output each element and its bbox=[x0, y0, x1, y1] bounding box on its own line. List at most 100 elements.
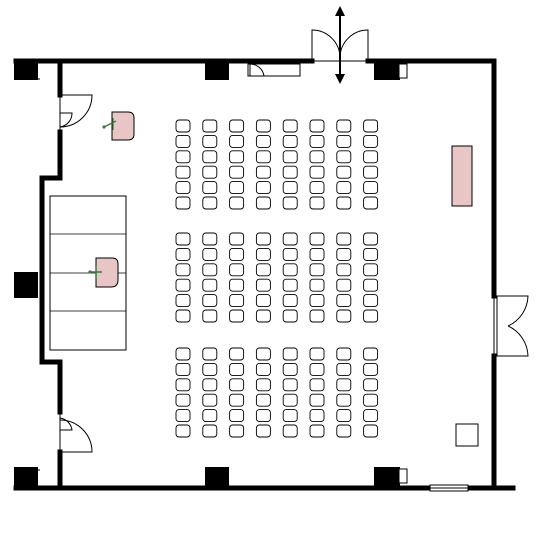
chair bbox=[336, 263, 352, 277]
chair bbox=[309, 409, 325, 423]
chair bbox=[309, 393, 325, 407]
chair bbox=[229, 378, 245, 392]
chair bbox=[202, 424, 218, 438]
chair bbox=[229, 309, 245, 323]
pillar bbox=[14, 467, 38, 487]
chair bbox=[202, 232, 218, 246]
chair bbox=[255, 378, 271, 392]
chair bbox=[309, 309, 325, 323]
side-table bbox=[451, 145, 473, 207]
chair bbox=[282, 378, 298, 392]
chair bbox=[336, 309, 352, 323]
chair bbox=[282, 278, 298, 292]
chair bbox=[175, 150, 191, 164]
chair bbox=[282, 165, 298, 179]
chair bbox=[175, 134, 191, 148]
chair bbox=[202, 165, 218, 179]
chair bbox=[255, 119, 271, 133]
chair bbox=[202, 294, 218, 308]
chair bbox=[309, 378, 325, 392]
chair bbox=[255, 409, 271, 423]
chair bbox=[175, 181, 191, 195]
chair bbox=[282, 393, 298, 407]
chair bbox=[309, 181, 325, 195]
chair bbox=[309, 347, 325, 361]
chair bbox=[175, 165, 191, 179]
chair bbox=[363, 424, 379, 438]
chair bbox=[282, 294, 298, 308]
chair bbox=[363, 165, 379, 179]
chair bbox=[282, 134, 298, 148]
chair bbox=[363, 347, 379, 361]
chair bbox=[309, 424, 325, 438]
chair bbox=[282, 232, 298, 246]
audience-seating bbox=[175, 119, 379, 438]
chair bbox=[255, 181, 271, 195]
chair bbox=[309, 247, 325, 261]
chair bbox=[282, 150, 298, 164]
pillar bbox=[374, 467, 400, 487]
chair bbox=[336, 196, 352, 210]
chair bbox=[202, 181, 218, 195]
chair bbox=[336, 119, 352, 133]
chair bbox=[282, 119, 298, 133]
chair bbox=[229, 393, 245, 407]
chair bbox=[229, 196, 245, 210]
chair bbox=[255, 294, 271, 308]
chair bbox=[202, 119, 218, 133]
chair bbox=[229, 294, 245, 308]
chair bbox=[229, 232, 245, 246]
bottom-window bbox=[429, 484, 469, 492]
microphone-icon bbox=[103, 120, 117, 128]
chair bbox=[175, 362, 191, 376]
top-small-door bbox=[247, 63, 301, 77]
chair bbox=[175, 294, 191, 308]
chair bbox=[175, 378, 191, 392]
chair bbox=[175, 424, 191, 438]
chair bbox=[202, 347, 218, 361]
chair bbox=[175, 119, 191, 133]
chair bbox=[255, 278, 271, 292]
chair bbox=[229, 247, 245, 261]
chair bbox=[363, 150, 379, 164]
chair bbox=[202, 409, 218, 423]
left-door-upper bbox=[59, 94, 93, 132]
chair bbox=[363, 181, 379, 195]
right-double-door bbox=[493, 295, 529, 357]
chair bbox=[202, 378, 218, 392]
chair bbox=[202, 247, 218, 261]
pillar-small bbox=[398, 468, 408, 484]
pillar bbox=[374, 60, 400, 80]
chair bbox=[255, 393, 271, 407]
chair bbox=[202, 362, 218, 376]
chair bbox=[229, 150, 245, 164]
chair bbox=[229, 347, 245, 361]
chair bbox=[363, 378, 379, 392]
chair bbox=[229, 409, 245, 423]
chair bbox=[363, 232, 379, 246]
chair bbox=[363, 196, 379, 210]
chair bbox=[255, 309, 271, 323]
chair bbox=[336, 150, 352, 164]
chair bbox=[282, 309, 298, 323]
walls bbox=[13, 58, 516, 491]
chair bbox=[363, 409, 379, 423]
chair bbox=[202, 309, 218, 323]
chair bbox=[202, 393, 218, 407]
chair bbox=[255, 150, 271, 164]
chair bbox=[282, 424, 298, 438]
chair bbox=[336, 409, 352, 423]
chair bbox=[175, 347, 191, 361]
chair bbox=[175, 247, 191, 261]
chair bbox=[309, 232, 325, 246]
chair bbox=[175, 232, 191, 246]
chair bbox=[229, 362, 245, 376]
chair bbox=[229, 134, 245, 148]
chair bbox=[282, 362, 298, 376]
chair bbox=[336, 362, 352, 376]
chair bbox=[175, 196, 191, 210]
chair bbox=[255, 196, 271, 210]
chair bbox=[309, 278, 325, 292]
pillar bbox=[205, 60, 229, 80]
